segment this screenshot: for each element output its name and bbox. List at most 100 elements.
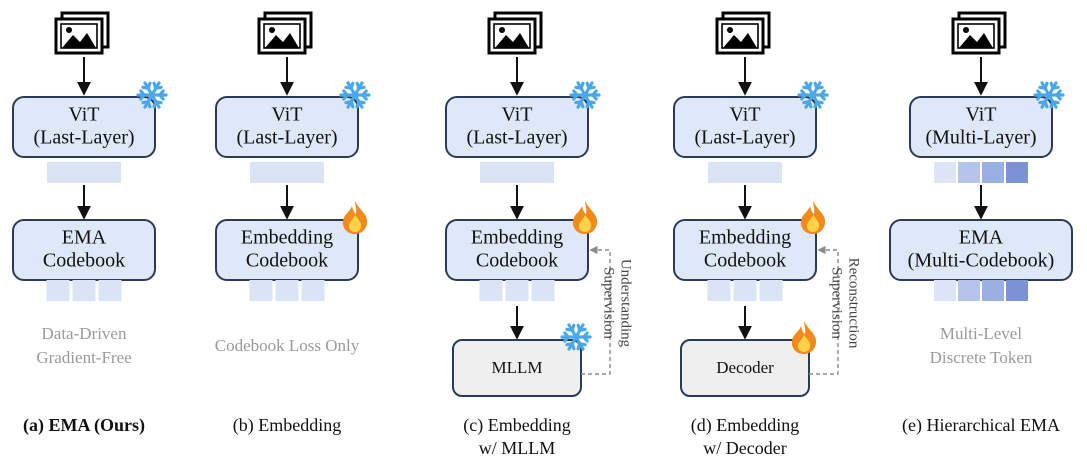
token-strip [250, 162, 324, 183]
token [1006, 162, 1028, 183]
encoder-sublabel: (Last-Layer) [236, 127, 337, 149]
codebook-box [889, 219, 1073, 281]
encoder-label: ViT [965, 104, 996, 126]
token [250, 162, 324, 183]
supervision-loop [581, 245, 611, 375]
supervision-line: Reconstruction [846, 258, 862, 349]
flame-icon [800, 201, 826, 234]
decoder-label: Decoder [716, 358, 774, 377]
token [301, 280, 325, 301]
token [479, 280, 503, 301]
codebook-label: Embedding [471, 227, 563, 249]
token [733, 280, 757, 301]
supervision-line: Supervision [601, 267, 617, 339]
codebook-sublabel: Codebook [476, 250, 558, 272]
image-stack-icon [257, 11, 313, 55]
token [249, 280, 273, 301]
image-stack-icon [487, 11, 543, 55]
token-strip [708, 162, 782, 183]
token [47, 162, 121, 183]
codebook-sublabel: Codebook [704, 250, 786, 272]
snowflake-icon [797, 81, 829, 109]
supervision-loop [809, 245, 839, 375]
method-note: Gradient-Free [36, 348, 131, 367]
encoder-label: ViT [271, 104, 302, 126]
encoder-box [445, 96, 589, 158]
token [531, 280, 555, 301]
token [46, 280, 70, 301]
token [275, 280, 299, 301]
token [480, 162, 554, 183]
codebook-label: EMA [62, 227, 107, 249]
flame-icon [791, 321, 817, 354]
token [707, 280, 731, 301]
panel-caption: w/ MLLM [479, 438, 556, 458]
token [708, 162, 782, 183]
codebook-sublabel: (Multi-Codebook) [908, 250, 1055, 272]
panel-e: ViT(Multi-Layer) EMA(Multi-Codebook) Multi… [889, 11, 1073, 436]
supervision-line: Supervision [829, 267, 845, 339]
token [1006, 280, 1028, 301]
snowflake-icon [560, 323, 592, 351]
token-strip [934, 162, 1028, 183]
token [934, 162, 956, 183]
codebook-label: Embedding [699, 227, 791, 249]
method-note: Discrete Token [930, 348, 1033, 367]
encoder-sublabel: (Multi-Layer) [925, 127, 1036, 149]
panel-caption: (b) Embedding [233, 415, 341, 436]
encoder-label: ViT [501, 104, 532, 126]
token-strip [46, 280, 122, 301]
codebook-sublabel: Codebook [43, 250, 125, 272]
encoder-label: ViT [68, 104, 99, 126]
image-stack-icon [54, 11, 110, 55]
codebook-sublabel: Codebook [246, 250, 328, 272]
panel-caption: (c) Embedding [463, 415, 570, 436]
image-stack-icon [715, 11, 771, 55]
token-strip [249, 280, 325, 301]
mllm-label: MLLM [492, 358, 543, 377]
decoder-box [680, 339, 810, 397]
token [958, 162, 980, 183]
snowflake-icon [569, 81, 601, 109]
token [759, 280, 783, 301]
panel-caption: (e) Hierarchical EMA [902, 415, 1060, 436]
flame-icon [572, 201, 598, 234]
panel-a: ViT(Last-Layer) EMACodebookData-DrivenGra… [12, 11, 168, 436]
encoder-sublabel: (Last-Layer) [33, 127, 134, 149]
mllm-box [452, 339, 582, 397]
token [982, 162, 1004, 183]
token-strip [480, 162, 554, 183]
token-strip [934, 280, 1028, 301]
encoder-box [909, 96, 1053, 158]
token [958, 280, 980, 301]
encoder-box [12, 96, 156, 158]
snowflake-icon [136, 81, 168, 109]
panel-caption: w/ Decoder [703, 438, 786, 458]
encoder-box [215, 96, 359, 158]
encoder-box [673, 96, 817, 158]
token-strip [47, 162, 121, 183]
method-note: Data-Driven [42, 324, 127, 343]
token [72, 280, 96, 301]
snowflake-icon [1033, 81, 1065, 109]
panel-b: ViT(Last-Layer)EmbeddingCodebookCodebook… [215, 11, 371, 436]
flame-icon [342, 201, 368, 234]
supervision-line: Understanding [618, 259, 634, 348]
token-strip [707, 280, 783, 301]
token [934, 280, 956, 301]
codebook-label: EMA [959, 227, 1004, 249]
panel-caption: (d) Embedding [691, 415, 799, 436]
panel-caption: (a) EMA (Ours) [23, 415, 145, 436]
encoder-label: ViT [729, 104, 760, 126]
snowflake-icon [339, 81, 371, 109]
encoder-sublabel: (Last-Layer) [694, 127, 795, 149]
codebook-label: Embedding [241, 227, 333, 249]
token-strip [479, 280, 555, 301]
method-note: Multi-Level [940, 324, 1022, 343]
encoder-sublabel: (Last-Layer) [466, 127, 567, 149]
